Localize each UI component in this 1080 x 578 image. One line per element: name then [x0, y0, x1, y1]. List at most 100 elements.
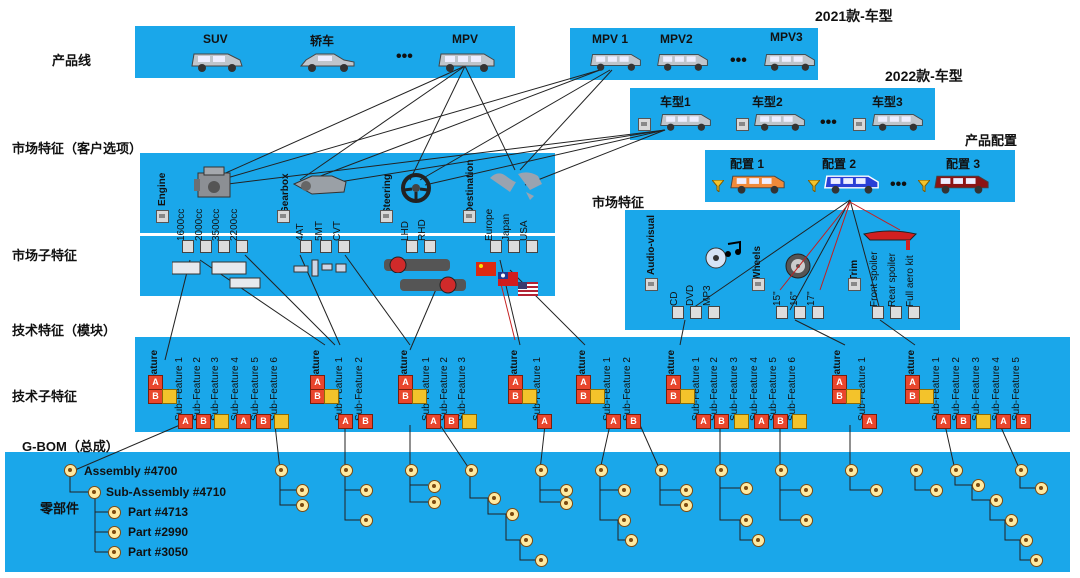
feature-chip-icon [277, 210, 290, 223]
gbom-part: Part #2990 [128, 525, 189, 539]
bom-node-icon [595, 464, 608, 477]
sub-feature-node-icon [908, 306, 920, 319]
bom-node-icon [740, 482, 753, 495]
config-label: 配置 2 [822, 157, 857, 171]
mpv3-car-icon [764, 54, 815, 71]
bom-node-icon [340, 464, 353, 477]
sub-feature-b-icon: B [256, 414, 271, 429]
bom-node-icon [930, 484, 943, 497]
sub-feature-node-icon [708, 306, 720, 319]
row-label-market-features: 市场特征（客户选项） [12, 141, 143, 156]
config3-car-icon [934, 175, 989, 194]
bom-node-icon [520, 534, 533, 547]
part-node-icon [108, 546, 121, 559]
sub-feature-node-icon [812, 306, 824, 319]
spoiler-icon [863, 230, 917, 250]
bom-node-icon [800, 484, 813, 497]
bom-node-icon [405, 464, 418, 477]
bom-node-icon [990, 494, 1003, 507]
sub-feature-node-icon [776, 306, 788, 319]
config-chip-icon [853, 118, 866, 131]
feature-block-a-icon: A [148, 375, 163, 390]
sub-feature-a-icon: A [606, 414, 621, 429]
flag-usa-icon [518, 282, 538, 296]
feature-block-c-icon [412, 389, 427, 404]
model-2022-label: 车型3 [872, 95, 903, 109]
filter-icon [808, 180, 820, 192]
row-label-product-line: 产品线 [52, 53, 92, 68]
product-line-ellipsis: ••• [396, 48, 413, 65]
gbom-assembly: Assembly #4700 [84, 464, 178, 478]
gbom-part: Part #4713 [128, 505, 189, 519]
bom-node-icon [752, 534, 765, 547]
sub-feature-a-icon: A [696, 414, 711, 429]
feature-block-a-icon: A [310, 375, 325, 390]
sub-feature-a-icon: A [862, 414, 877, 429]
row-label-tech-sub-features: 技术子特征 [12, 389, 78, 404]
bom-node-icon [360, 514, 373, 527]
sub-feature-node-icon [872, 306, 884, 319]
bom-node-icon [618, 484, 631, 497]
sub-feature-node-icon [690, 306, 702, 319]
sub-feature-node-icon [200, 240, 212, 253]
sub-feature-b-icon: B [773, 414, 788, 429]
feature-block-c-icon [919, 389, 934, 404]
product-line-car-label: 轿车 [310, 34, 335, 48]
config2-car-icon [824, 175, 879, 194]
bom-node-icon [275, 464, 288, 477]
bom-node-icon [1005, 514, 1018, 527]
sub-feature-node-icon [300, 240, 312, 253]
row-label-tech-features: 技术特征（模块） [12, 323, 117, 338]
config-chip-icon [736, 118, 749, 131]
product-config-title: 产品配置 [965, 133, 1018, 148]
feature-block-b-icon: B [832, 389, 847, 404]
feature-chip-icon [752, 278, 765, 291]
model-2022-label: 车型2 [752, 95, 783, 109]
bom-node-icon [715, 464, 728, 477]
sedan-car-icon [299, 53, 355, 72]
sub-feature-b-icon: B [358, 414, 373, 429]
part-node-icon [108, 526, 121, 539]
sub-feature-c-icon [274, 414, 289, 429]
sub-feature-node-icon [320, 240, 332, 253]
bom-node-icon [506, 508, 519, 521]
year-2021-title: 2021款-车型 [815, 8, 893, 24]
sub-feature-node-icon [794, 306, 806, 319]
sub-feature-b-icon: B [626, 414, 641, 429]
feature-block-c-icon [590, 389, 605, 404]
feature-block-c-icon [324, 389, 339, 404]
flag-china-icon [476, 262, 496, 276]
gearbox-icon [292, 175, 347, 195]
sub-feature-node-icon [218, 240, 230, 253]
models-2022-ellipsis: ••• [820, 114, 837, 131]
bom-node-icon [360, 484, 373, 497]
row-label-market-sub-features: 市场子特征 [12, 248, 78, 263]
bom-node-icon [618, 514, 631, 527]
feature-block-b-icon: B [905, 389, 920, 404]
bom-node-icon [465, 464, 478, 477]
feature-block-c-icon [680, 389, 695, 404]
flag-taiwan-icon [498, 272, 518, 286]
feature-block-a-icon: A [905, 375, 920, 390]
bom-node-icon [680, 484, 693, 497]
bom-node-icon [296, 484, 309, 497]
config-chip-icon [638, 118, 651, 131]
models-2021-ellipsis: ••• [730, 52, 747, 69]
bom-node-icon [488, 492, 501, 505]
suv-car-icon [191, 53, 243, 72]
bom-node-icon [800, 514, 813, 527]
sub-feature-node-icon [672, 306, 684, 319]
engine-icon [194, 166, 231, 198]
row-label-gbom: G-BOM（总成） [22, 439, 119, 454]
bom-node-icon [625, 534, 638, 547]
sub-feature-a-icon: A [754, 414, 769, 429]
mpv2-car-icon [657, 54, 708, 71]
bom-node-icon [428, 496, 441, 509]
bom-node-icon [1030, 554, 1043, 567]
sub-feature-node-icon [338, 240, 350, 253]
market-features-right-title: 市场特征 [592, 195, 645, 210]
sub-feature-a-icon: A [996, 414, 1011, 429]
feature-block-c-icon [162, 389, 177, 404]
model-2021-label: MPV3 [770, 30, 803, 44]
feature-chip-icon [156, 210, 169, 223]
